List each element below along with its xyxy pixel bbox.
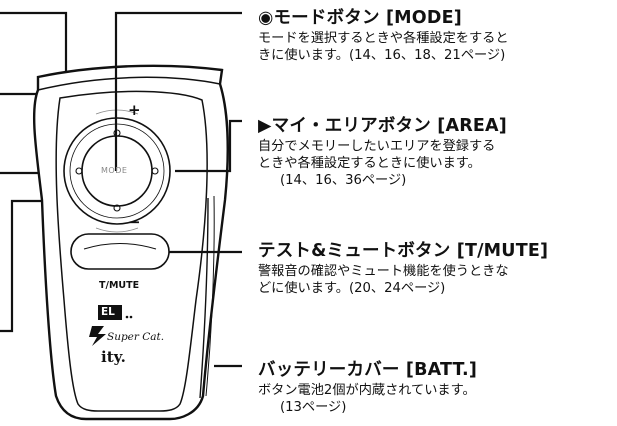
- t-mute-button-title: テスト&ミュートボタン [T/MUTE]: [258, 241, 549, 261]
- area-button-title: ▶マイ・エリアボタン [AREA]: [258, 116, 507, 136]
- t-mute-button[interactable]: [70, 233, 170, 270]
- plus-label: +: [128, 101, 141, 119]
- mode-button-description: モードを選択するときや各種設定をすると きに使います。(14、16、18、21ペ…: [258, 31, 509, 63]
- el-logo: [98, 305, 133, 320]
- t-mute-button-group: [70, 233, 170, 270]
- battery-cover-title: バッテリーカバー [BATT.]: [258, 360, 478, 380]
- area-button-description: 自分でメモリーしたいエリアを登録する ときや各種設定するときに使います。 (14…: [258, 139, 496, 188]
- mode-button-callout: ◉モードボタン [MODE] モードを選択するときや各種設定をすると きに使いま…: [258, 4, 509, 64]
- minus-label: −: [128, 213, 141, 231]
- t-mute-button-callout: テスト&ミュートボタン [T/MUTE] 警報音の確認やミュート機能を使うときな…: [258, 237, 548, 297]
- el-logo-text: EL: [101, 306, 115, 318]
- battery-cover-description: ボタン電池2個が内蔵されています。 (13ページ): [258, 383, 476, 415]
- t-mute-label: T/MUTE: [99, 280, 140, 291]
- area-button-callout: ▶マイ・エリアボタン [AREA] 自分でメモリーしたいエリアを登録する ときや…: [258, 112, 507, 189]
- callout-leaders: [114, 11, 242, 368]
- mode-button-title: ◉モードボタン [MODE]: [258, 8, 462, 28]
- battery-cover-callout: バッテリーカバー [BATT.] ボタン電池2個が内蔵されています。 (13ペー…: [258, 356, 477, 416]
- ity-logo: ity.: [101, 348, 126, 366]
- super-cat-logo: Super Cat.: [107, 331, 165, 343]
- mode-center-label: MODE: [101, 166, 128, 175]
- super-cat-mark-icon: [89, 326, 106, 346]
- t-mute-button-description: 警報音の確認やミュート機能を使うときな どに使います。(20、24ページ): [258, 264, 509, 296]
